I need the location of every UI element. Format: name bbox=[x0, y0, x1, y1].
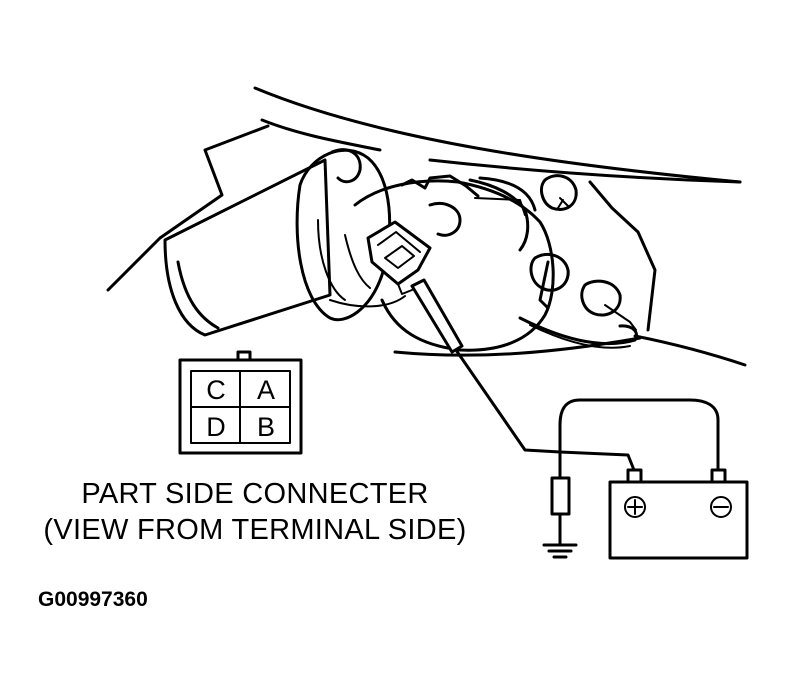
connector-pin-a: A bbox=[257, 375, 275, 405]
wiper-motor bbox=[163, 148, 638, 352]
figure-id: G00997360 bbox=[38, 588, 148, 611]
connector-pin-d: D bbox=[206, 412, 226, 442]
connector-pin-b: B bbox=[257, 412, 275, 442]
fused-jumper-wire bbox=[550, 398, 720, 547]
test-probe bbox=[410, 278, 636, 472]
battery-negative-terminal bbox=[710, 468, 727, 484]
vehicle-body-outline bbox=[106, 86, 747, 367]
fuse-icon bbox=[550, 476, 571, 516]
part-side-connector: C A D B bbox=[178, 350, 303, 455]
positive-terminal-icon bbox=[624, 496, 646, 518]
battery-positive-terminal bbox=[626, 468, 643, 484]
negative-terminal-icon bbox=[710, 496, 732, 518]
ground-symbol-icon bbox=[542, 543, 578, 559]
connector-caption-title: PART SIDE CONNECTER bbox=[81, 478, 429, 510]
connector-caption-subtitle: (VIEW FROM TERMINAL SIDE) bbox=[43, 514, 467, 546]
connector-pin-c: C bbox=[206, 375, 226, 405]
battery-icon bbox=[608, 468, 749, 560]
